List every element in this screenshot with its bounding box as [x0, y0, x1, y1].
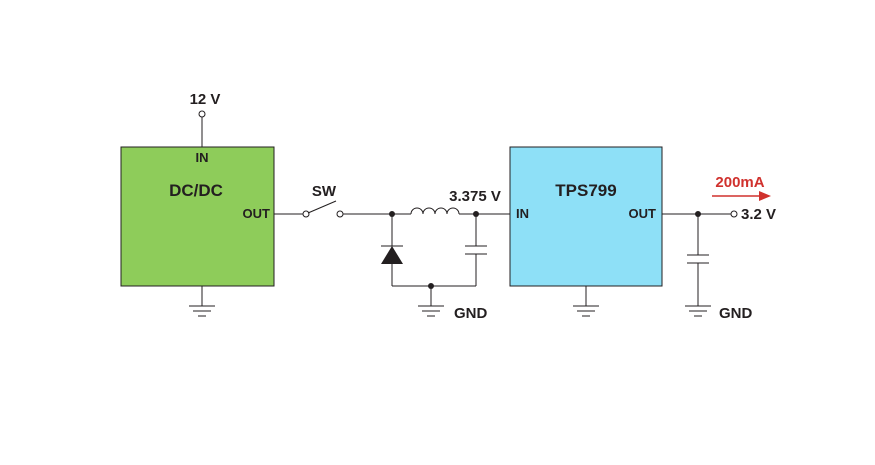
ldo-out-pin: OUT	[629, 206, 657, 221]
gnd-label-right: GND	[719, 305, 753, 322]
mid-voltage-label: 3.375 V	[449, 188, 501, 205]
ldo-in-pin: IN	[516, 206, 529, 221]
dcdc-in-pin: IN	[196, 150, 209, 165]
input-voltage-label: 12 V	[190, 91, 221, 108]
load-current-label: 200mA	[715, 174, 764, 191]
switch-terminal-right	[336, 210, 344, 218]
dcdc-title: DC/DC	[169, 181, 223, 200]
switch-terminal-left	[302, 210, 310, 218]
dcdc-block	[120, 146, 275, 287]
input-capacitor	[465, 214, 487, 286]
output-capacitor	[685, 214, 711, 317]
inductor-symbol	[410, 207, 460, 215]
diode-symbol	[381, 246, 403, 264]
switch-blade	[307, 200, 337, 214]
ldo-title: TPS799	[555, 181, 616, 200]
ldo-ground-symbol	[573, 286, 599, 317]
gnd-label-middle: GND	[454, 305, 488, 322]
dcdc-out-pin: OUT	[243, 206, 271, 221]
input-terminal	[198, 110, 206, 118]
output-voltage-label: 3.2 V	[741, 206, 776, 223]
switch-label: SW	[312, 183, 337, 200]
output-terminal	[730, 210, 738, 218]
ldo-block	[509, 146, 663, 287]
ground-symbol-middle	[418, 286, 444, 317]
dcdc-ground-symbol	[189, 286, 215, 317]
current-arrow-icon	[712, 191, 771, 201]
